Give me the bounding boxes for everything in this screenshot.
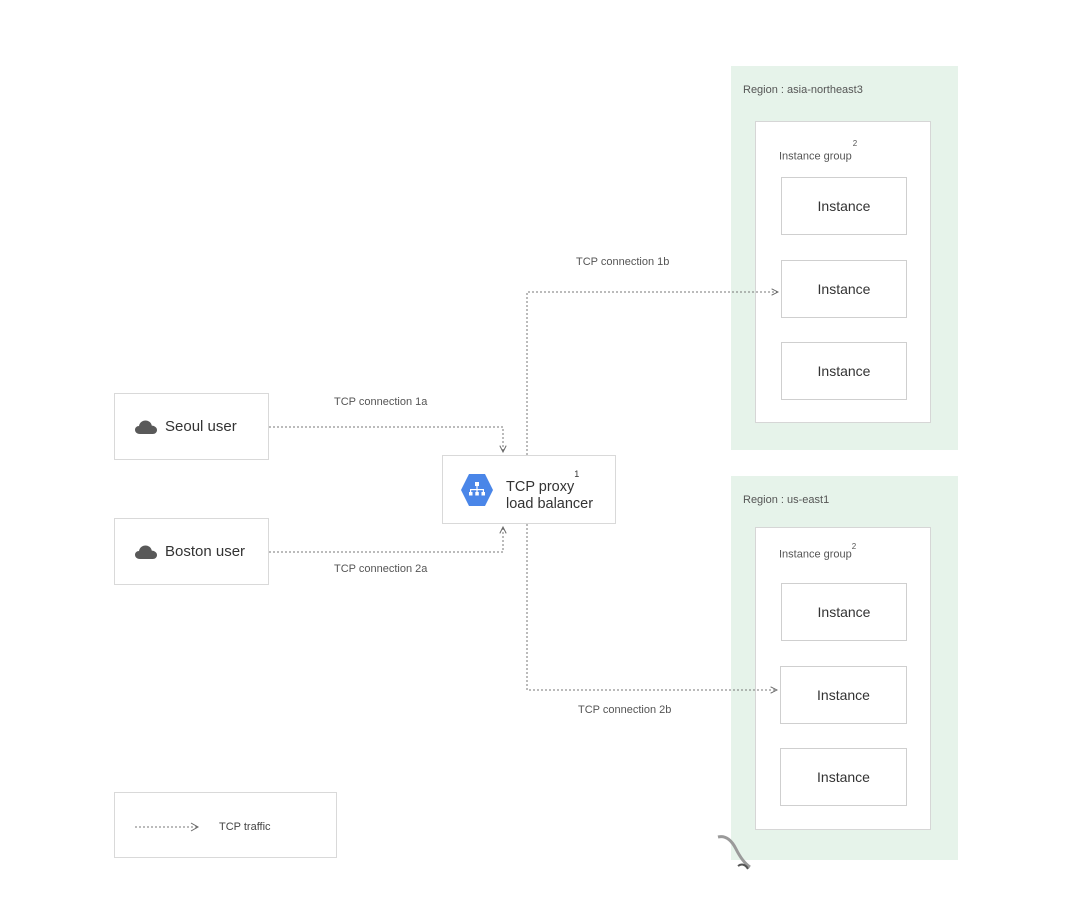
cloud-icon xyxy=(135,420,157,434)
region-label: Region : asia-northeast3 xyxy=(743,84,863,96)
boston-user-box[interactable]: Boston user xyxy=(114,518,269,585)
region-us-east1: Region : us-east1 Instance group2 Instan… xyxy=(731,476,958,860)
lb-line1: TCP proxy xyxy=(506,478,575,495)
instance-group-label-text: Instance group xyxy=(779,548,852,561)
connection-1b-line xyxy=(526,292,778,455)
load-balancer-icon xyxy=(461,474,493,506)
footnote-marker: 2 xyxy=(852,139,858,148)
cloud-icon xyxy=(135,545,157,559)
connection-1a-line xyxy=(269,426,503,452)
instance-box[interactable]: Instance xyxy=(781,342,907,400)
footnote-marker: 1 xyxy=(574,469,580,479)
connection-2b-line xyxy=(526,524,777,690)
instance-label: Instance xyxy=(817,687,870,703)
instance-group-label: Instance group2 xyxy=(779,139,857,163)
boston-user-label: Boston user xyxy=(165,543,246,560)
lb-line2: load balancer xyxy=(506,495,594,512)
instance-label: Instance xyxy=(817,604,871,620)
footnote-marker: 2 xyxy=(851,542,857,551)
instance-group-label-text: Instance group xyxy=(779,150,852,163)
seoul-user-label: Seoul user xyxy=(165,418,237,435)
region-asia-northeast3: Region : asia-northeast3 Instance group2… xyxy=(731,66,958,450)
legend-label: TCP traffic xyxy=(219,821,271,833)
dashed-arrow-icon xyxy=(135,822,200,832)
instance-group-label: Instance group2 xyxy=(779,542,856,561)
decorative-mark-icon xyxy=(717,835,751,870)
instance-box[interactable]: Instance xyxy=(781,583,907,641)
instance-label: Instance xyxy=(817,281,871,297)
instance-group-box: Instance group2 Instance Instance Instan… xyxy=(755,527,931,830)
load-balancer-label: TCP proxy1 load balancer xyxy=(506,469,594,513)
load-balancer-box[interactable]: TCP proxy1 load balancer xyxy=(442,455,616,524)
connection-2b-label: TCP connection 2b xyxy=(578,704,672,716)
connection-2a-label: TCP connection 2a xyxy=(334,563,428,575)
instance-label: Instance xyxy=(817,769,870,785)
instance-box[interactable]: Instance xyxy=(780,748,907,806)
instance-box[interactable]: Instance xyxy=(781,177,907,235)
instance-box[interactable]: Instance xyxy=(780,666,907,724)
connection-2a-line xyxy=(269,527,503,553)
seoul-user-box[interactable]: Seoul user xyxy=(114,393,269,460)
instance-box[interactable]: Instance xyxy=(781,260,907,318)
connection-1b-label: TCP connection 1b xyxy=(576,256,670,268)
legend-box: TCP traffic xyxy=(114,792,337,858)
connection-1a-label: TCP connection 1a xyxy=(334,396,428,408)
instance-group-box: Instance group2 Instance Instance Instan… xyxy=(755,121,931,423)
instance-label: Instance xyxy=(817,198,871,214)
region-label: Region : us-east1 xyxy=(743,494,830,506)
instance-label: Instance xyxy=(817,363,871,379)
